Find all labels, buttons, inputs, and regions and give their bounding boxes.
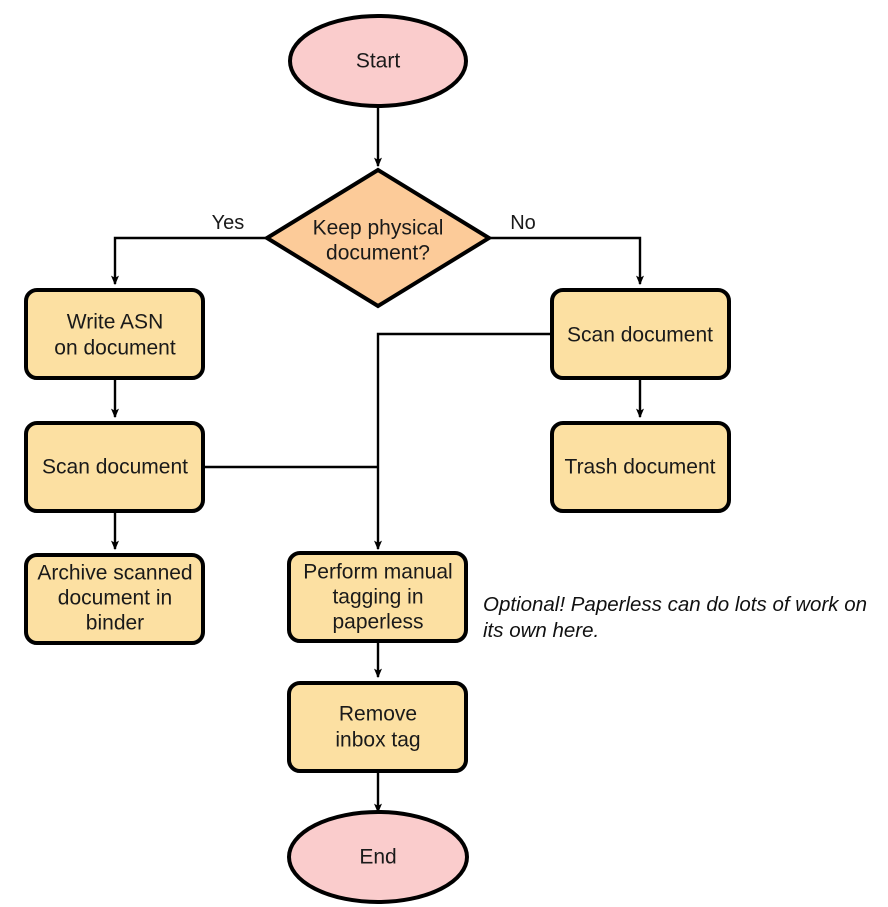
start-ellipse[interactable] <box>288 14 468 108</box>
remove-inbox-tag-label-line2: inbox tag <box>335 729 420 752</box>
node-end[interactable]: End <box>287 810 469 904</box>
decision-diamond[interactable] <box>263 167 493 309</box>
node-keep-physical-document-decision[interactable]: Keep physical document? <box>263 167 493 309</box>
edge-label-yes: Yes <box>212 212 245 234</box>
write-asn-label-line1: Write ASN <box>67 311 163 334</box>
scan-document-right-label: Scan document <box>567 324 713 347</box>
scan-document-left-box[interactable] <box>24 421 205 513</box>
tagging-label-line2: tagging in <box>332 586 423 609</box>
scan-document-right-box[interactable] <box>550 288 731 380</box>
end-label: End <box>359 846 396 869</box>
start-label: Start <box>356 50 401 73</box>
node-start[interactable]: Start <box>288 14 468 108</box>
optional-note-line1: Optional! Paperless can do lots of work … <box>483 593 867 616</box>
write-asn-label-line2: on document <box>54 337 176 360</box>
remove-inbox-tag-label-line1: Remove <box>339 703 417 726</box>
edges-group <box>111 100 644 814</box>
archive-box[interactable] <box>24 553 205 645</box>
edge-decision-yes-to-write-asn <box>111 236 267 286</box>
optional-note: Optional! Paperless can do lots of work … <box>483 593 867 642</box>
write-asn-box[interactable] <box>24 288 205 380</box>
tagging-label-line1: Perform manual <box>303 561 452 584</box>
edge-scan-right-to-tagging <box>374 332 552 551</box>
edge-decision-no-to-scan-right <box>489 236 644 286</box>
end-ellipse[interactable] <box>287 810 469 904</box>
archive-label-line3: binder <box>86 612 144 635</box>
node-remove-inbox-tag[interactable]: Remove inbox tag <box>287 681 468 773</box>
tagging-label-line3: paperless <box>332 611 423 634</box>
edge-label-no: No <box>510 212 536 234</box>
node-write-asn-on-document[interactable]: Write ASN on document <box>24 288 205 380</box>
archive-label-line2: document in <box>58 587 172 610</box>
archive-label-line1: Archive scanned <box>37 562 192 585</box>
node-scan-document-left[interactable]: Scan document <box>24 421 205 513</box>
remove-inbox-tag-box[interactable] <box>287 681 468 773</box>
node-perform-manual-tagging[interactable]: Perform manual tagging in paperless <box>287 551 468 643</box>
trash-document-label: Trash document <box>565 456 716 479</box>
node-archive-scanned-document[interactable]: Archive scanned document in binder <box>24 553 205 645</box>
optional-note-line2: its own here. <box>483 619 599 642</box>
scan-document-left-label: Scan document <box>42 456 188 479</box>
node-scan-document-right[interactable]: Scan document <box>550 288 731 380</box>
node-trash-document[interactable]: Trash document <box>550 421 731 513</box>
trash-document-box[interactable] <box>550 421 731 513</box>
tagging-box[interactable] <box>287 551 468 643</box>
decision-label-line2: document? <box>326 242 430 265</box>
decision-label-line1: Keep physical <box>313 217 444 240</box>
edge-labels-group: Yes No <box>212 212 536 234</box>
